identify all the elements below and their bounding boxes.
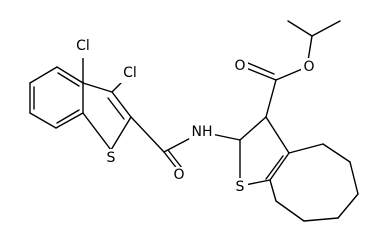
bond-38 — [337, 193, 359, 219]
bond-8 — [56, 66, 84, 84]
bond-9 — [57, 72, 80, 87]
bond-1 — [29, 66, 58, 84]
atom-s-left-bg — [103, 149, 119, 167]
bond-5 — [55, 112, 84, 129]
atom-cl-mid-bg — [117, 63, 143, 83]
bond-40 — [275, 200, 305, 222]
bond-23 — [265, 116, 290, 154]
atom-labels: Cl Cl S O NH O O S — [70, 38, 317, 196]
atom-cl-top: Cl — [70, 38, 96, 58]
bond-13 — [107, 97, 125, 120]
bond-37 — [349, 161, 359, 195]
molecule-structure: Cl Cl S O NH O O S — [29, 20, 359, 222]
bond-28 — [265, 79, 277, 118]
atom-o-amide-bg — [171, 167, 187, 185]
bond-22 — [239, 116, 267, 141]
atom-o-amide-label: O — [173, 167, 184, 183]
atom-s-left-label: S — [107, 150, 116, 166]
bond-30 — [247, 62, 275, 75]
bond-25 — [265, 155, 284, 180]
atom-s-right: S — [232, 178, 248, 196]
atom-o-ester-label: O — [303, 59, 314, 75]
atom-o-ester-carbonyl-bg — [232, 57, 248, 75]
atom-o-ester-bg — [301, 58, 317, 76]
bond-36 — [322, 143, 351, 163]
bond-12 — [111, 91, 132, 118]
atom-nh-bg — [189, 123, 215, 141]
bond-6 — [56, 109, 80, 124]
bond-24 — [269, 152, 290, 181]
atom-o-amide: O — [171, 167, 187, 185]
atom-nh: NH — [189, 123, 215, 141]
atom-cl-top-bg — [70, 38, 96, 58]
bond-17 — [130, 116, 165, 153]
atom-cl-mid-label: Cl — [123, 65, 137, 81]
bond-15 — [82, 112, 112, 151]
atom-s-left: S — [103, 149, 119, 167]
atom-s-right-label: S — [236, 179, 245, 195]
bond-14 — [110, 116, 132, 151]
bond-39 — [303, 217, 339, 222]
bond-41 — [269, 179, 277, 202]
bond-29 — [245, 67, 277, 81]
atom-s-right-bg — [232, 178, 248, 196]
atom-o-ester: O — [301, 58, 317, 76]
bonds — [29, 20, 359, 222]
bond-33 — [287, 20, 313, 37]
bond-4 — [29, 112, 57, 129]
atom-o-ester-carbonyl: O — [232, 57, 248, 75]
bond-11 — [82, 82, 113, 93]
atom-cl-top-label: Cl — [76, 38, 90, 54]
bond-34 — [311, 20, 341, 37]
atom-nh-label: NH — [192, 124, 213, 140]
bond-35 — [288, 143, 324, 154]
atom-o-ester-carbonyl-label: O — [234, 58, 245, 74]
atom-cl-mid: Cl — [117, 63, 143, 83]
bond-19 — [167, 149, 183, 169]
